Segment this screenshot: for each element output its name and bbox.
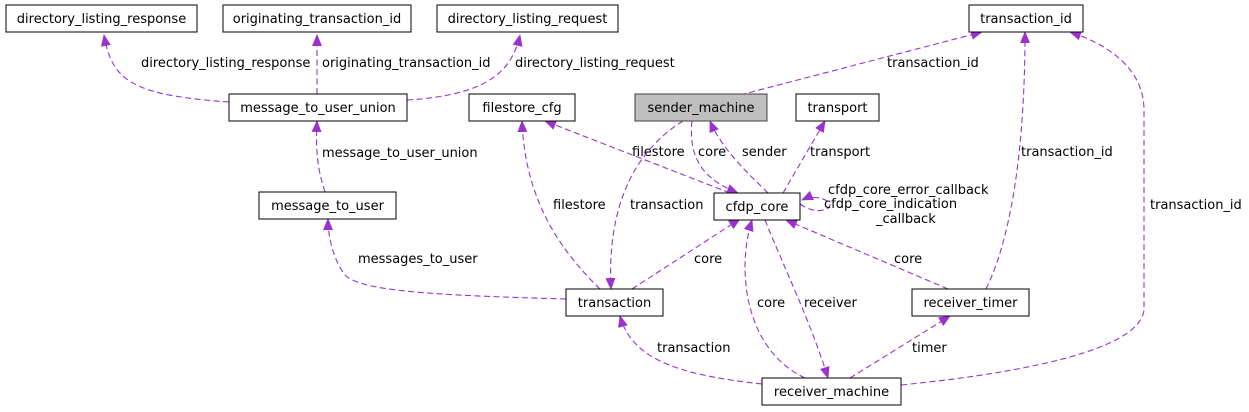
node-directory-listing-response[interactable]: directory_listing_response	[5, 4, 198, 33]
node-label-cfdp-core: cfdp_core	[726, 200, 789, 215]
node-transaction-id[interactable]: transaction_id	[968, 4, 1084, 33]
edge-label-core-indication-callback-1: cfdp_core_indication	[824, 197, 957, 212]
edge-label-receiver-machine-core: core	[757, 296, 785, 311]
node-label-transport: transport	[807, 101, 867, 116]
edge-label-core-error-callback: cfdp_core_error_callback	[828, 183, 989, 198]
edge-label-directory-listing-response: directory_listing_response	[141, 56, 310, 71]
edge-receiver-machine-timer	[849, 315, 951, 379]
node-label-sender-machine: sender_machine	[648, 101, 755, 116]
node-filestore-cfg[interactable]: filestore_cfg	[468, 93, 576, 122]
edge-label-core-sender: sender	[742, 145, 787, 160]
node-message-to-user-union[interactable]: message_to_user_union	[228, 93, 408, 122]
edge-label-directory-listing-request: directory_listing_request	[515, 56, 675, 71]
node-label-message-to-user: message_to_user	[271, 199, 384, 214]
edge-transport	[782, 120, 826, 194]
edge-label-originating-transaction-id: originating_transaction_id	[322, 56, 490, 71]
node-receiver-machine[interactable]: receiver_machine	[761, 377, 902, 406]
node-label-directory-listing-request: directory_listing_request	[448, 12, 608, 27]
edge-label-sender-core: core	[698, 145, 726, 160]
nodes: directory_listing_response originating_t…	[5, 4, 1084, 406]
edge-messages-to-user	[323, 218, 567, 300]
edge-sender-transaction	[605, 120, 684, 290]
edge-label-receiver-machine-transaction-id: transaction_id	[1150, 198, 1242, 213]
edges: directory_listing_response originating_t…	[101, 29, 1242, 386]
node-transaction[interactable]: transaction	[565, 288, 664, 317]
edge-label-transaction-filestore: filestore	[553, 198, 606, 213]
edge-core-filestore	[544, 120, 731, 194]
edge-sender-transaction-id	[739, 29, 983, 96]
edge-label-messages-to-user: messages_to_user	[358, 252, 478, 267]
node-label-message-to-user-union: message_to_user_union	[240, 101, 396, 116]
edge-label-transport: transport	[810, 145, 870, 160]
node-label-receiver-machine: receiver_machine	[774, 385, 889, 400]
edge-label-sender-transaction-id: transaction_id	[887, 56, 979, 71]
edge-label-receiver-timer-core: core	[894, 252, 922, 267]
node-directory-listing-request[interactable]: directory_listing_request	[436, 4, 619, 33]
edge-directory-listing-response	[101, 34, 230, 103]
edge-receiver-machine-transaction-id	[900, 30, 1145, 386]
edge-label-receiver-timer-transaction-id: transaction_id	[1021, 145, 1113, 160]
node-originating-transaction-id[interactable]: originating_transaction_id	[222, 4, 412, 33]
node-label-filestore-cfg: filestore_cfg	[482, 101, 561, 116]
edge-receiver-machine-transaction	[618, 315, 763, 385]
node-sender-machine[interactable]: sender_machine	[634, 93, 768, 122]
node-transport[interactable]: transport	[795, 93, 880, 122]
node-message-to-user[interactable]: message_to_user	[258, 191, 397, 220]
edge-transaction-core	[631, 218, 741, 290]
node-label-transaction-id: transaction_id	[980, 12, 1072, 27]
edge-directory-listing-request	[406, 34, 523, 101]
edge-transaction-filestore	[517, 120, 601, 290]
node-cfdp-core[interactable]: cfdp_core	[713, 192, 801, 221]
edge-label-sender-transaction: transaction	[630, 198, 703, 213]
edge-receiver-timer-transaction-id	[985, 31, 1030, 290]
edge-core-receiver	[764, 219, 830, 379]
node-label-receiver-timer: receiver_timer	[923, 296, 1018, 311]
node-label-directory-listing-response: directory_listing_response	[17, 12, 186, 27]
edge-receiver-timer-core	[785, 219, 949, 290]
edge-label-message-to-user-union: message_to_user_union	[322, 146, 478, 161]
edge-label-receiver-machine-transaction: transaction	[657, 341, 730, 356]
edge-label-core-receiver: receiver	[804, 296, 858, 311]
node-receiver-timer[interactable]: receiver_timer	[911, 288, 1030, 317]
node-label-transaction: transaction	[578, 296, 651, 311]
edge-label-core-indication-callback-2: _callback	[875, 212, 936, 227]
edge-label-receiver-machine-timer: timer	[912, 341, 947, 356]
edge-receiver-machine-core	[743, 219, 806, 379]
edge-label-core-filestore: filestore	[632, 145, 685, 160]
edge-sender-core	[690, 120, 739, 194]
edge-core-self-callback	[799, 190, 831, 212]
node-label-originating-transaction-id: originating_transaction_id	[233, 12, 401, 27]
edge-label-transaction-core: core	[694, 252, 722, 267]
